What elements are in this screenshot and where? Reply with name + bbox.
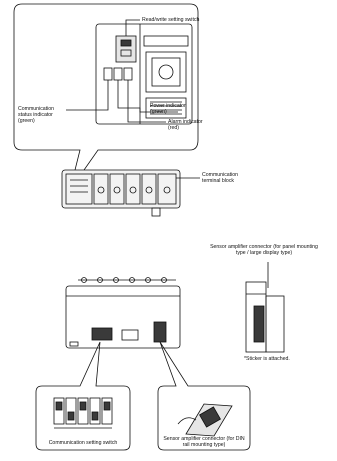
dip-switch-zoom bbox=[53, 397, 113, 429]
label-read-write-switch: Read/write setting switch bbox=[142, 17, 200, 23]
label-sensor-amp-panel: Sensor amplifier connector (for panel mo… bbox=[210, 244, 318, 256]
leader-rw-switch bbox=[125, 19, 140, 36]
callout-bubble-left bbox=[35, 341, 131, 451]
label-comm-status-indicator: Communication status indicator (green) bbox=[18, 106, 55, 124]
callout-bubble-top bbox=[13, 3, 199, 191]
label-sensor-amp-din: Sensor amplifier connector (for DIN rail… bbox=[163, 436, 245, 448]
power-connector bbox=[145, 51, 187, 93]
label-sticker-note: *Sticker is attached. bbox=[244, 356, 290, 362]
terminal-block bbox=[61, 169, 181, 217]
label-comm-setting-switch: Communication setting switch bbox=[48, 440, 118, 446]
label-power-indicator: Power indicator (green) bbox=[150, 103, 186, 115]
leader-power bbox=[117, 80, 178, 113]
din-connector-port bbox=[153, 321, 167, 343]
callout-bubble-right bbox=[157, 341, 251, 451]
label-comm-terminal-block: Communication terminal block bbox=[202, 172, 239, 184]
bottom-device bbox=[65, 277, 181, 349]
zoomed-device bbox=[95, 23, 193, 125]
side-view-device bbox=[245, 281, 285, 353]
comm-switch-port bbox=[91, 327, 113, 341]
label-alarm-indicator: Alarm indicator (red) bbox=[168, 119, 203, 131]
din-connector-zoom bbox=[177, 403, 233, 437]
leader-alarm bbox=[127, 80, 166, 123]
leader-comm-status bbox=[66, 80, 109, 111]
